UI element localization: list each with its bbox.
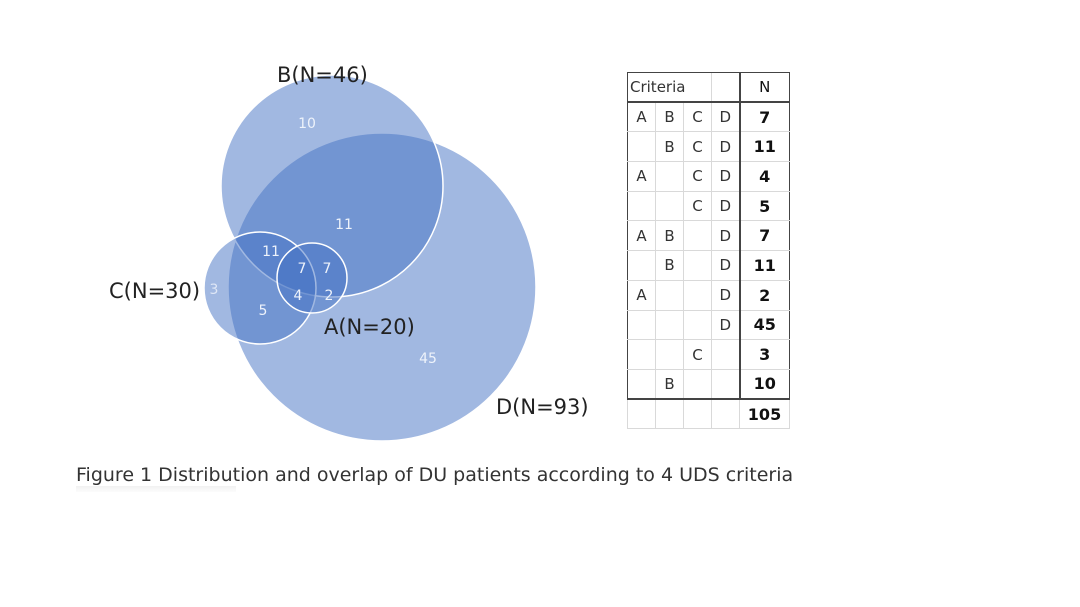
- set-label-c: C(N=30): [109, 279, 200, 303]
- criteria-cell-d: D: [711, 279, 740, 311]
- criteria-cell-c: [683, 279, 712, 311]
- criteria-cell-c: [683, 220, 712, 252]
- criteria-cell-a: A: [627, 279, 656, 311]
- set-label-b: B(N=46): [277, 63, 368, 87]
- criteria-cell-a: [627, 309, 656, 341]
- figure-caption: Figure 1 Distribution and overlap of DU …: [76, 464, 794, 486]
- region-count-d: 45: [419, 351, 437, 367]
- criteria-cell-d: D: [711, 161, 740, 192]
- region-count-b: 10: [298, 116, 316, 132]
- set-label-a: A(N=20): [324, 315, 415, 339]
- header-spacer: [711, 72, 740, 104]
- criteria-cell-c: [683, 309, 712, 341]
- region-count-acd: 4: [294, 288, 303, 304]
- criteria-cell-d: D: [711, 220, 740, 252]
- criteria-cell-c: C: [683, 131, 712, 163]
- region-count-abd: 7: [323, 261, 332, 277]
- criteria-cell-b: [655, 279, 684, 311]
- criteria-cell-c: [683, 368, 712, 401]
- venn-diagram: B(N=46) C(N=30) A(N=20) D(N=93) 10 11 11…: [109, 63, 589, 442]
- count-cell: 2: [738, 279, 790, 311]
- criteria-cell-d: [711, 368, 740, 401]
- header-n: N: [738, 72, 790, 104]
- region-count-abcd: 7: [298, 261, 307, 277]
- criteria-cell-c: C: [683, 190, 712, 222]
- count-cell: 11: [738, 250, 790, 281]
- criteria-cell-b: B: [655, 250, 684, 281]
- criteria-cell-c: [683, 250, 712, 281]
- criteria-cell-c: C: [683, 101, 712, 133]
- set-label-d: D(N=93): [496, 395, 589, 419]
- criteria-cell-b: B: [655, 101, 684, 133]
- table-row: B 10: [627, 368, 790, 401]
- empty-cell: [711, 398, 740, 430]
- criteria-cell-b: [655, 309, 684, 341]
- criteria-cell-c: C: [683, 339, 712, 370]
- criteria-cell-d: D: [711, 190, 740, 222]
- count-cell: 3: [738, 339, 790, 370]
- criteria-cell-a: [627, 368, 656, 401]
- criteria-cell-d: D: [711, 131, 740, 163]
- criteria-cell-a: [627, 339, 656, 370]
- header-criteria: Criteria: [627, 72, 712, 104]
- region-count-bd: 11: [335, 217, 353, 233]
- count-cell: 45: [738, 309, 790, 341]
- count-cell: 5: [738, 190, 790, 222]
- criteria-cell-d: D: [711, 250, 740, 281]
- criteria-cell-b: B: [655, 368, 684, 401]
- criteria-cell-a: [627, 190, 656, 222]
- count-cell: 7: [738, 220, 790, 252]
- criteria-cell-a: A: [627, 220, 656, 252]
- criteria-cell-a: A: [627, 161, 656, 192]
- criteria-cell-a: [627, 131, 656, 163]
- count-cell: 7: [738, 101, 790, 133]
- criteria-cell-b: B: [655, 131, 684, 163]
- region-count-ad: 2: [325, 288, 334, 304]
- empty-cell: [627, 398, 656, 430]
- total-count: 105: [739, 398, 790, 430]
- criteria-cell-c: C: [683, 161, 712, 192]
- table-total-row: 105: [627, 398, 790, 430]
- count-cell: 10: [738, 368, 790, 401]
- region-count-cd: 5: [259, 303, 268, 319]
- empty-cell: [655, 398, 684, 430]
- region-count-c: 3: [210, 282, 219, 298]
- criteria-cell-b: [655, 161, 684, 192]
- criteria-cell-b: B: [655, 220, 684, 252]
- circle-a: [276, 242, 348, 314]
- criteria-cell-b: [655, 339, 684, 370]
- caption-reflection: [76, 486, 236, 492]
- table-header-row: Criteria N: [627, 72, 790, 104]
- empty-cell: [683, 398, 712, 430]
- criteria-cell-a: [627, 250, 656, 281]
- criteria-cell-a: A: [627, 101, 656, 133]
- count-cell: 11: [738, 131, 790, 163]
- criteria-cell-d: D: [711, 309, 740, 341]
- criteria-cell-d: D: [711, 101, 740, 133]
- count-cell: 4: [738, 161, 790, 192]
- region-count-bcd: 11: [262, 244, 280, 260]
- criteria-cell-b: [655, 190, 684, 222]
- criteria-cell-d: [711, 339, 740, 370]
